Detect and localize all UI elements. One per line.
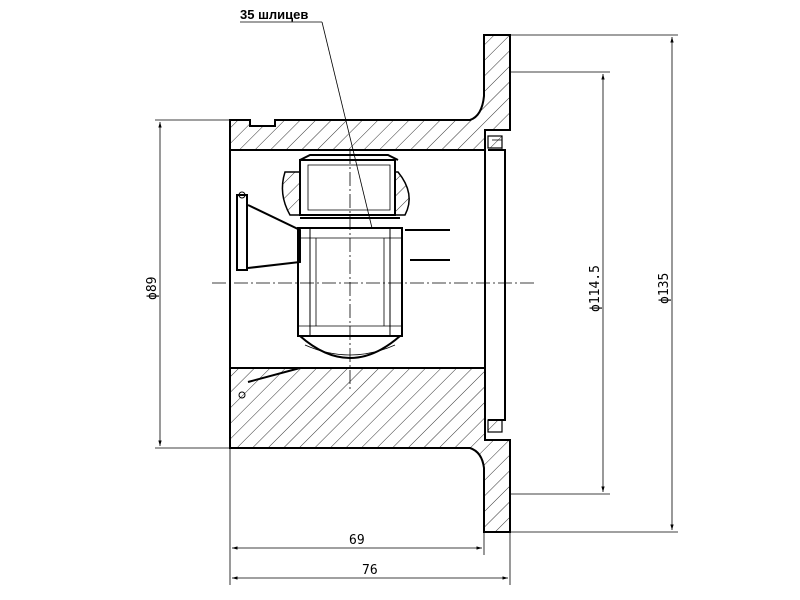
flange-recess	[484, 130, 506, 440]
ball-cage-upper	[281, 154, 410, 219]
dimension-len76-text: 76	[362, 563, 378, 578]
dimension-len76: 76	[232, 532, 511, 585]
dimension-d89-text: ϕ89	[145, 277, 160, 300]
inner-cone	[247, 204, 301, 383]
splines-callout-text: 35 шлицев	[240, 7, 308, 22]
splines-callout: 35 шлицев	[240, 7, 373, 229]
dimension-d135-text: ϕ135	[657, 273, 672, 304]
dimension-len69: 69	[229, 448, 485, 585]
housing-upper-section	[229, 34, 511, 151]
retaining-ring	[236, 191, 248, 399]
dimension-len69-text: 69	[349, 533, 365, 548]
dimension-d89: ϕ89	[145, 119, 230, 449]
dimension-d114-5: ϕ114.5	[510, 71, 610, 495]
dimension-d114-5-text: ϕ114.5	[588, 265, 603, 312]
dimension-d135: ϕ135	[510, 34, 678, 533]
housing-lower-section	[229, 367, 511, 533]
